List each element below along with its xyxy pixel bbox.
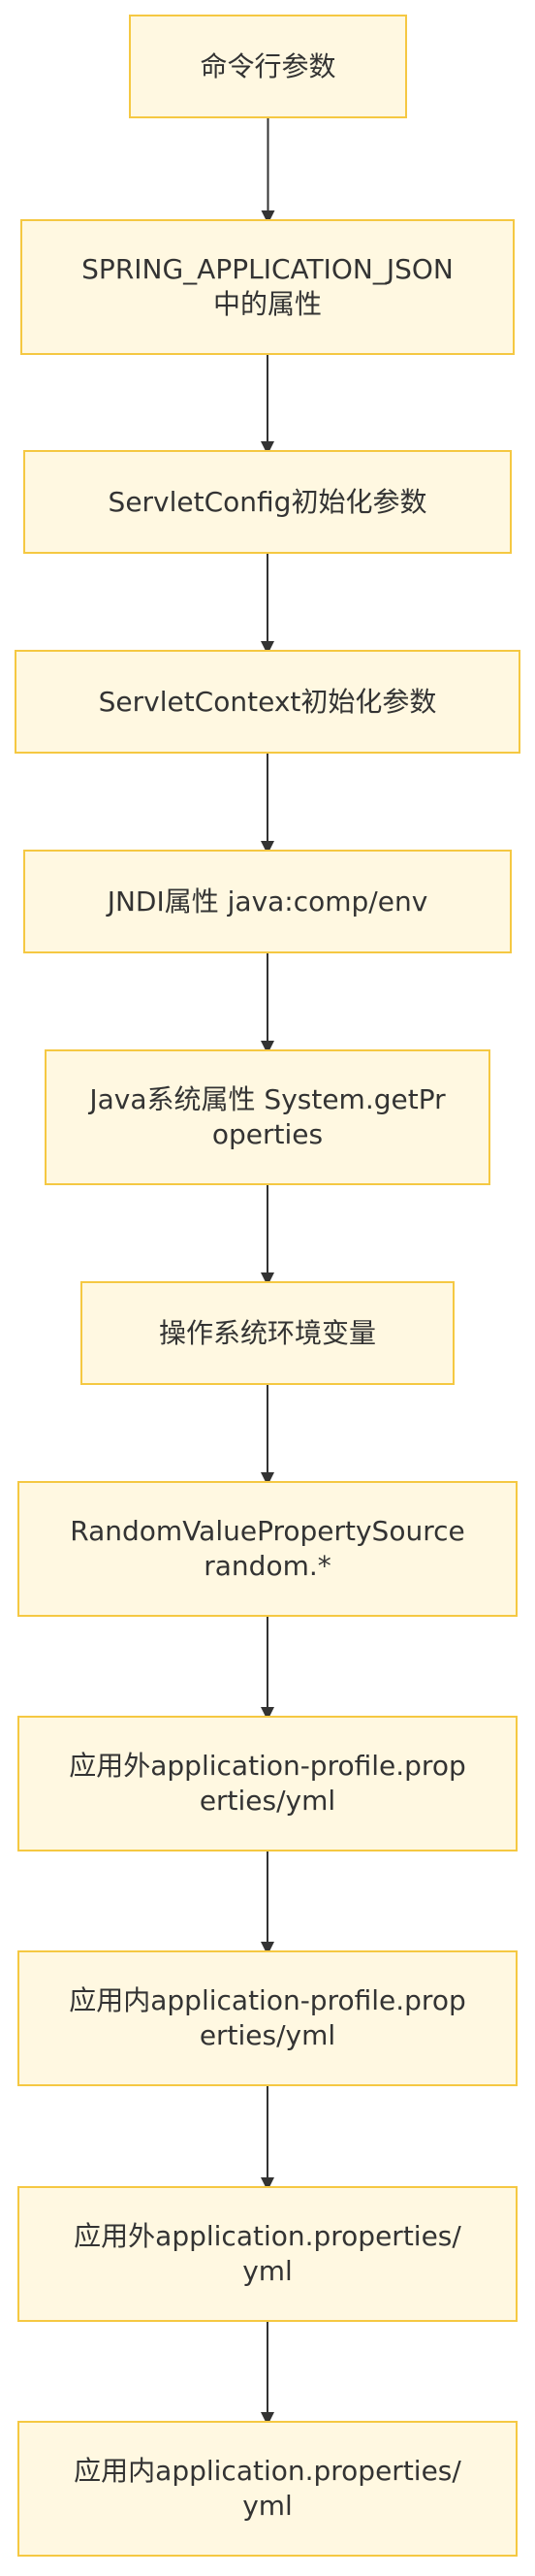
node-os-environment-variables: 操作系统环境变量 bbox=[80, 1281, 455, 1385]
node-spring-application-json: SPRING_APPLICATION_JSON中的属性 bbox=[20, 219, 515, 355]
node-label: ServletContext初始化参数 bbox=[98, 685, 437, 718]
node-label: 应用外application-profile.properties/yml bbox=[69, 1750, 466, 1817]
node-label: SPRING_APPLICATION_JSON中的属性 bbox=[81, 253, 454, 320]
node-label: ServletConfig初始化参数 bbox=[108, 485, 427, 518]
node-label: 应用内application-profile.properties/yml bbox=[69, 1984, 466, 2051]
node-label: JNDI属性 java:comp/env bbox=[107, 885, 428, 918]
node-label: 操作系统环境变量 bbox=[158, 1316, 376, 1349]
node-random-value-property-source: RandomValuePropertySource random.* bbox=[17, 1481, 518, 1617]
node-command-line-args: 命令行参数 bbox=[129, 15, 407, 118]
node-external-application-profile: 应用外application-profile.properties/yml bbox=[17, 1716, 518, 1852]
node-servletconfig-init-params: ServletConfig初始化参数 bbox=[23, 450, 512, 554]
node-external-application-properties: 应用外application.properties/yml bbox=[17, 2186, 518, 2322]
node-label: RandomValuePropertySource random.* bbox=[70, 1515, 465, 1582]
node-java-system-properties: Java系统属性 System.getProperties bbox=[45, 1049, 490, 1185]
node-label: 应用内application.properties/yml bbox=[74, 2455, 461, 2522]
node-label: 命令行参数 bbox=[200, 49, 336, 82]
node-internal-application-properties: 应用内application.properties/yml bbox=[17, 2421, 518, 2557]
node-label: 应用外application.properties/yml bbox=[74, 2220, 461, 2287]
node-label: Java系统属性 System.getProperties bbox=[89, 1083, 446, 1150]
node-internal-application-profile: 应用内application-profile.properties/yml bbox=[17, 1950, 518, 2086]
node-jndi-properties: JNDI属性 java:comp/env bbox=[23, 850, 512, 953]
node-servletcontext-init-params: ServletContext初始化参数 bbox=[15, 650, 520, 754]
